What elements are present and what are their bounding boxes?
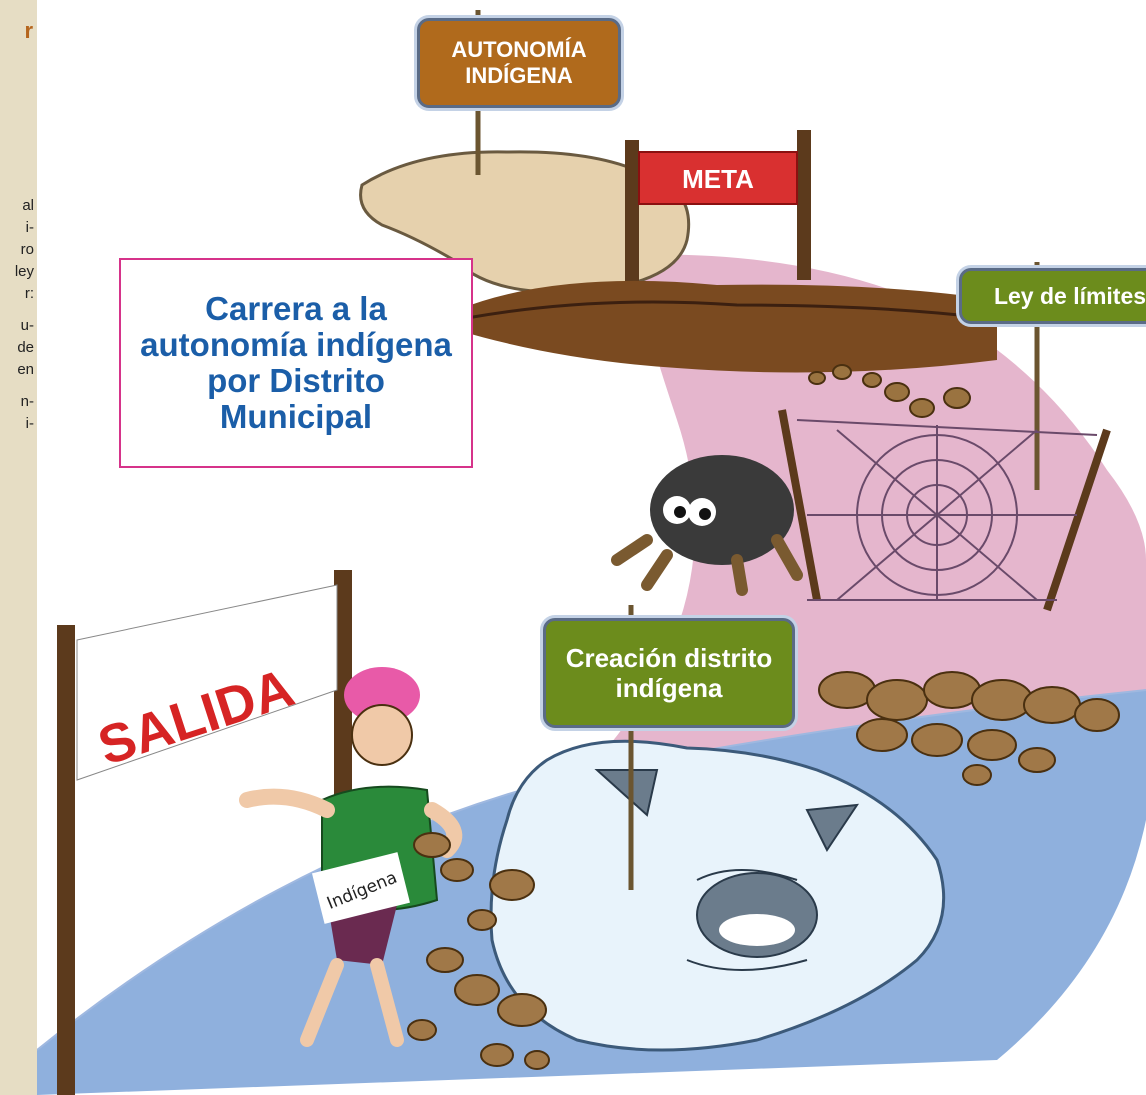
ley-sign-text: Ley de límites <box>993 282 1146 309</box>
rocks-right <box>818 671 1120 786</box>
title-line: Carrera a la <box>205 290 387 327</box>
runner: Indígena <box>239 667 463 1047</box>
ley-sign: Ley de límites <box>959 268 1146 324</box>
side-line: u- <box>20 317 34 334</box>
autonomia-sign-line: INDÍGENA <box>465 63 573 88</box>
salida-post-left <box>57 625 75 1095</box>
meta-banner-text: META <box>682 164 754 194</box>
rocks-lower <box>407 832 550 1070</box>
side-line: ley <box>14 263 34 280</box>
autonomia-sign-line: AUTONOMÍA <box>451 37 587 62</box>
side-line: i- <box>25 219 34 236</box>
creacion-sign: Creación distrito indígena <box>543 618 795 728</box>
illustration-scene: META <box>37 0 1146 1095</box>
creacion-sign-line: indígena <box>615 673 723 703</box>
side-line: de <box>17 339 34 356</box>
shark-fin <box>805 803 860 852</box>
illustration-art: META <box>37 10 1146 1095</box>
ditch <box>457 280 997 373</box>
title-line: Municipal <box>219 398 373 435</box>
title-line: autonomía indígena <box>140 326 452 363</box>
spider <box>611 455 803 596</box>
side-line: r: <box>24 285 34 302</box>
creacion-sign-line: Creación distrito <box>565 643 773 673</box>
title-line: por Distrito <box>207 362 385 399</box>
rocks-upper <box>808 364 971 418</box>
side-heading: r <box>24 18 33 43</box>
meta-post-left <box>625 140 639 300</box>
title-box: Carrera a la autonomía indígena por Dist… <box>119 258 473 468</box>
side-line: al <box>22 197 34 214</box>
autonomia-sign: AUTONOMÍA INDÍGENA <box>417 18 621 108</box>
side-line: i- <box>25 415 34 432</box>
title-text: Carrera a la autonomía indígena por Dist… <box>136 291 456 435</box>
side-line: en <box>17 361 34 378</box>
meta-post-right <box>797 130 811 280</box>
side-text-column: al i- ro ley r: u- de en n- i- <box>15 195 34 435</box>
side-line: ro <box>20 241 34 258</box>
side-line: n- <box>20 393 34 410</box>
meta-banner <box>638 151 798 205</box>
spider-web <box>778 409 1111 612</box>
salida-banner <box>76 584 338 781</box>
side-panel: r al i- ro ley r: u- de en n- i- <box>0 0 37 1095</box>
goal-island <box>359 150 691 294</box>
